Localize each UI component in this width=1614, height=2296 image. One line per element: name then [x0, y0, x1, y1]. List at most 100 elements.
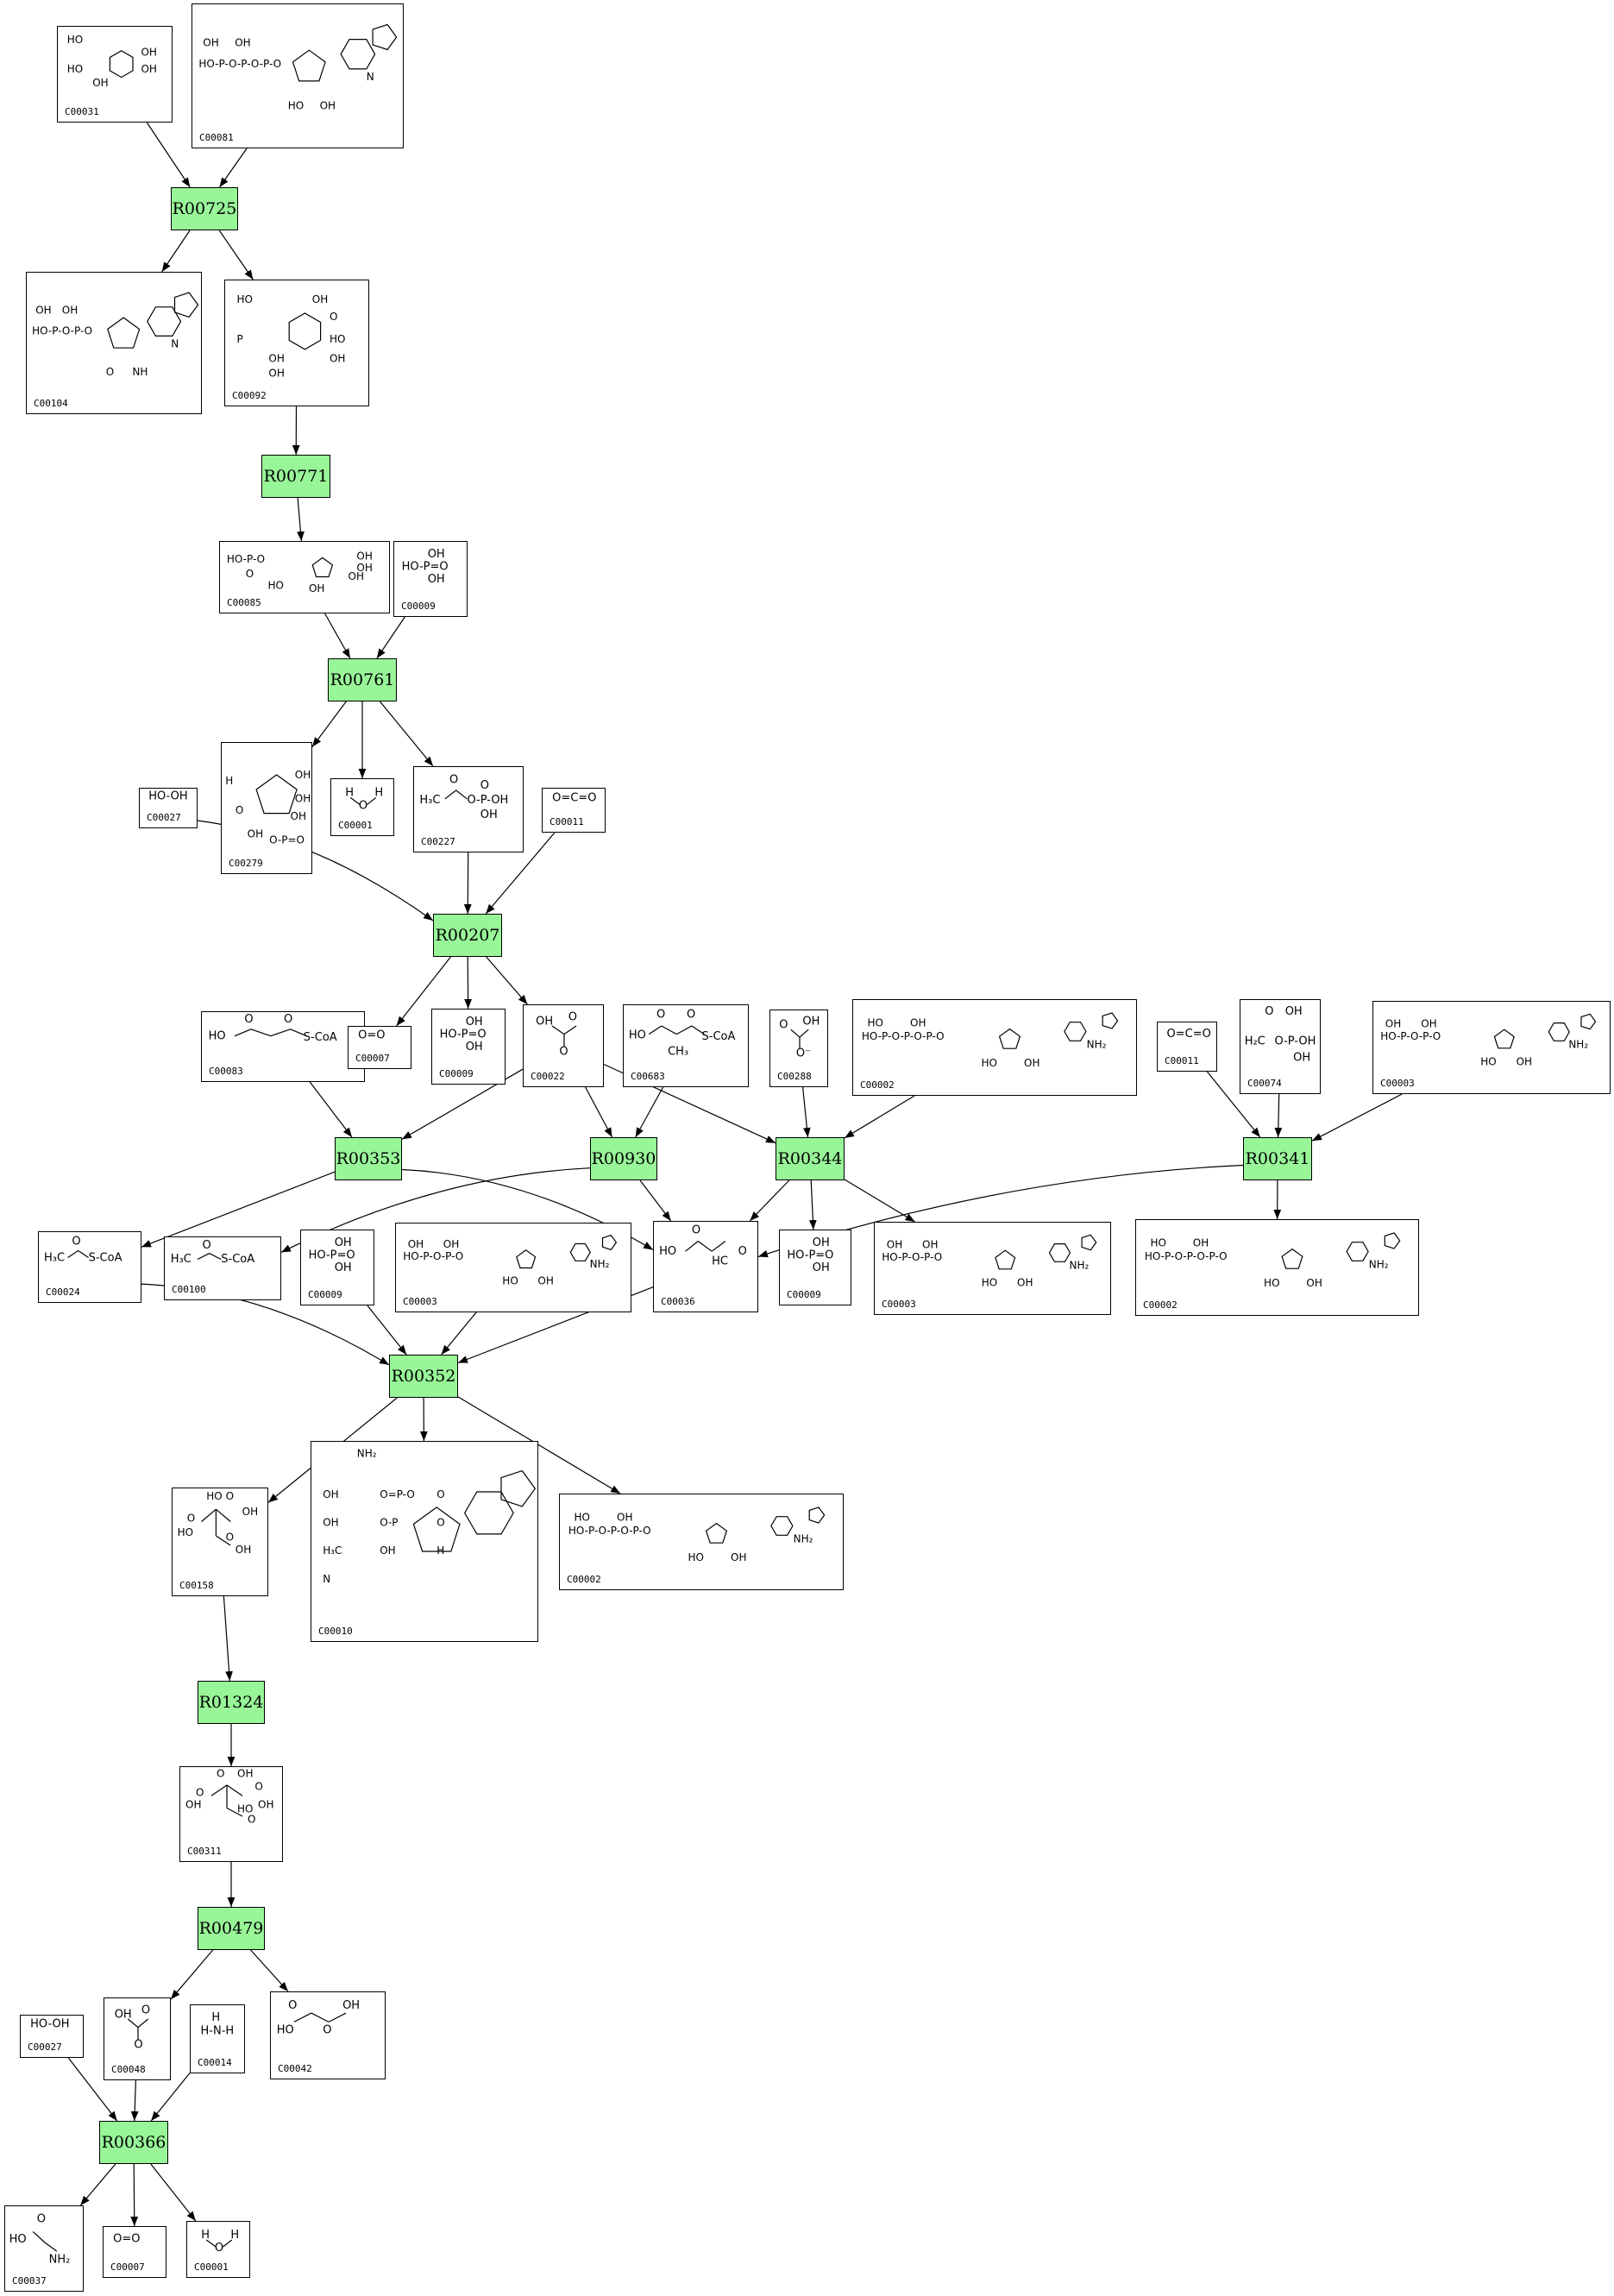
svg-text:HO-P=O: HO-P=O — [402, 560, 449, 573]
reaction-node-r00930[interactable]: R00930 — [590, 1137, 657, 1180]
svg-text:HO-P-O-P-O: HO-P-O-P-O — [882, 1251, 942, 1263]
reaction-node-r00341[interactable]: R00341 — [1243, 1137, 1312, 1180]
svg-text:OH: OH — [323, 1488, 338, 1500]
svg-text:OH: OH — [235, 37, 250, 49]
svg-text:OH: OH — [910, 1017, 926, 1029]
svg-text:OH: OH — [617, 1512, 632, 1524]
reaction-node-r00353[interactable]: R00353 — [335, 1137, 402, 1180]
compound-id-label: C00104 — [34, 398, 68, 409]
reaction-node-r00771[interactable]: R00771 — [261, 455, 330, 498]
svg-text:O⁻: O⁻ — [796, 1047, 811, 1060]
svg-text:O: O — [254, 1781, 262, 1793]
svg-text:OH: OH — [356, 550, 372, 562]
svg-text:HO: HO — [502, 1274, 518, 1286]
svg-text:O-P: O-P — [380, 1517, 398, 1529]
svg-text:H₂C: H₂C — [1245, 1035, 1265, 1048]
reaction-node-r00207[interactable]: R00207 — [433, 914, 502, 957]
compound-id-label: C00009 — [787, 1289, 821, 1300]
compound-id-label: C00288 — [777, 1071, 812, 1082]
edge-arrow — [219, 148, 248, 188]
reaction-node-r00725[interactable]: R00725 — [171, 187, 238, 230]
svg-text:N: N — [367, 71, 374, 83]
edge-arrow — [130, 2079, 139, 2122]
compound-id-label: C00007 — [355, 1053, 390, 1064]
svg-text:O: O — [436, 1488, 444, 1500]
svg-text:OH: OH — [349, 570, 364, 582]
svg-text:OH: OH — [428, 548, 445, 561]
reaction-node-r00366[interactable]: R00366 — [99, 2121, 168, 2164]
svg-text:HO-P-O: HO-P-O — [227, 553, 265, 565]
edge-arrow — [844, 1179, 915, 1223]
reaction-node-r00352[interactable]: R00352 — [389, 1355, 458, 1398]
svg-text:HO: HO — [67, 63, 83, 75]
svg-text:O: O — [1265, 1005, 1273, 1018]
svg-text:O: O — [559, 1046, 568, 1059]
svg-text:NH₂: NH₂ — [357, 1447, 377, 1459]
svg-text:O: O — [187, 1513, 195, 1525]
compound-id-label: C00009 — [401, 601, 436, 612]
svg-text:NH₂: NH₂ — [590, 1258, 610, 1270]
compound-id-label: C00085 — [227, 597, 261, 608]
svg-text:OH: OH — [887, 1238, 902, 1250]
svg-text:O: O — [226, 1490, 234, 1502]
structure-drawing: HOH — [201, 2229, 239, 2255]
compound-id-label: C00037 — [12, 2275, 47, 2287]
svg-text:H: H — [436, 1544, 444, 1557]
reaction-node-r00344[interactable]: R00344 — [776, 1137, 845, 1180]
svg-text:OH: OH — [312, 293, 328, 305]
svg-text:OH: OH — [466, 1041, 483, 1054]
reaction-node-r01324[interactable]: R01324 — [198, 1681, 265, 1724]
svg-text:H: H — [345, 786, 354, 799]
svg-text:HO: HO — [267, 579, 283, 591]
reaction-node-r00479[interactable]: R00479 — [198, 1907, 265, 1950]
reaction-node-r00761[interactable]: R00761 — [328, 658, 397, 701]
svg-text:O: O — [106, 366, 114, 378]
